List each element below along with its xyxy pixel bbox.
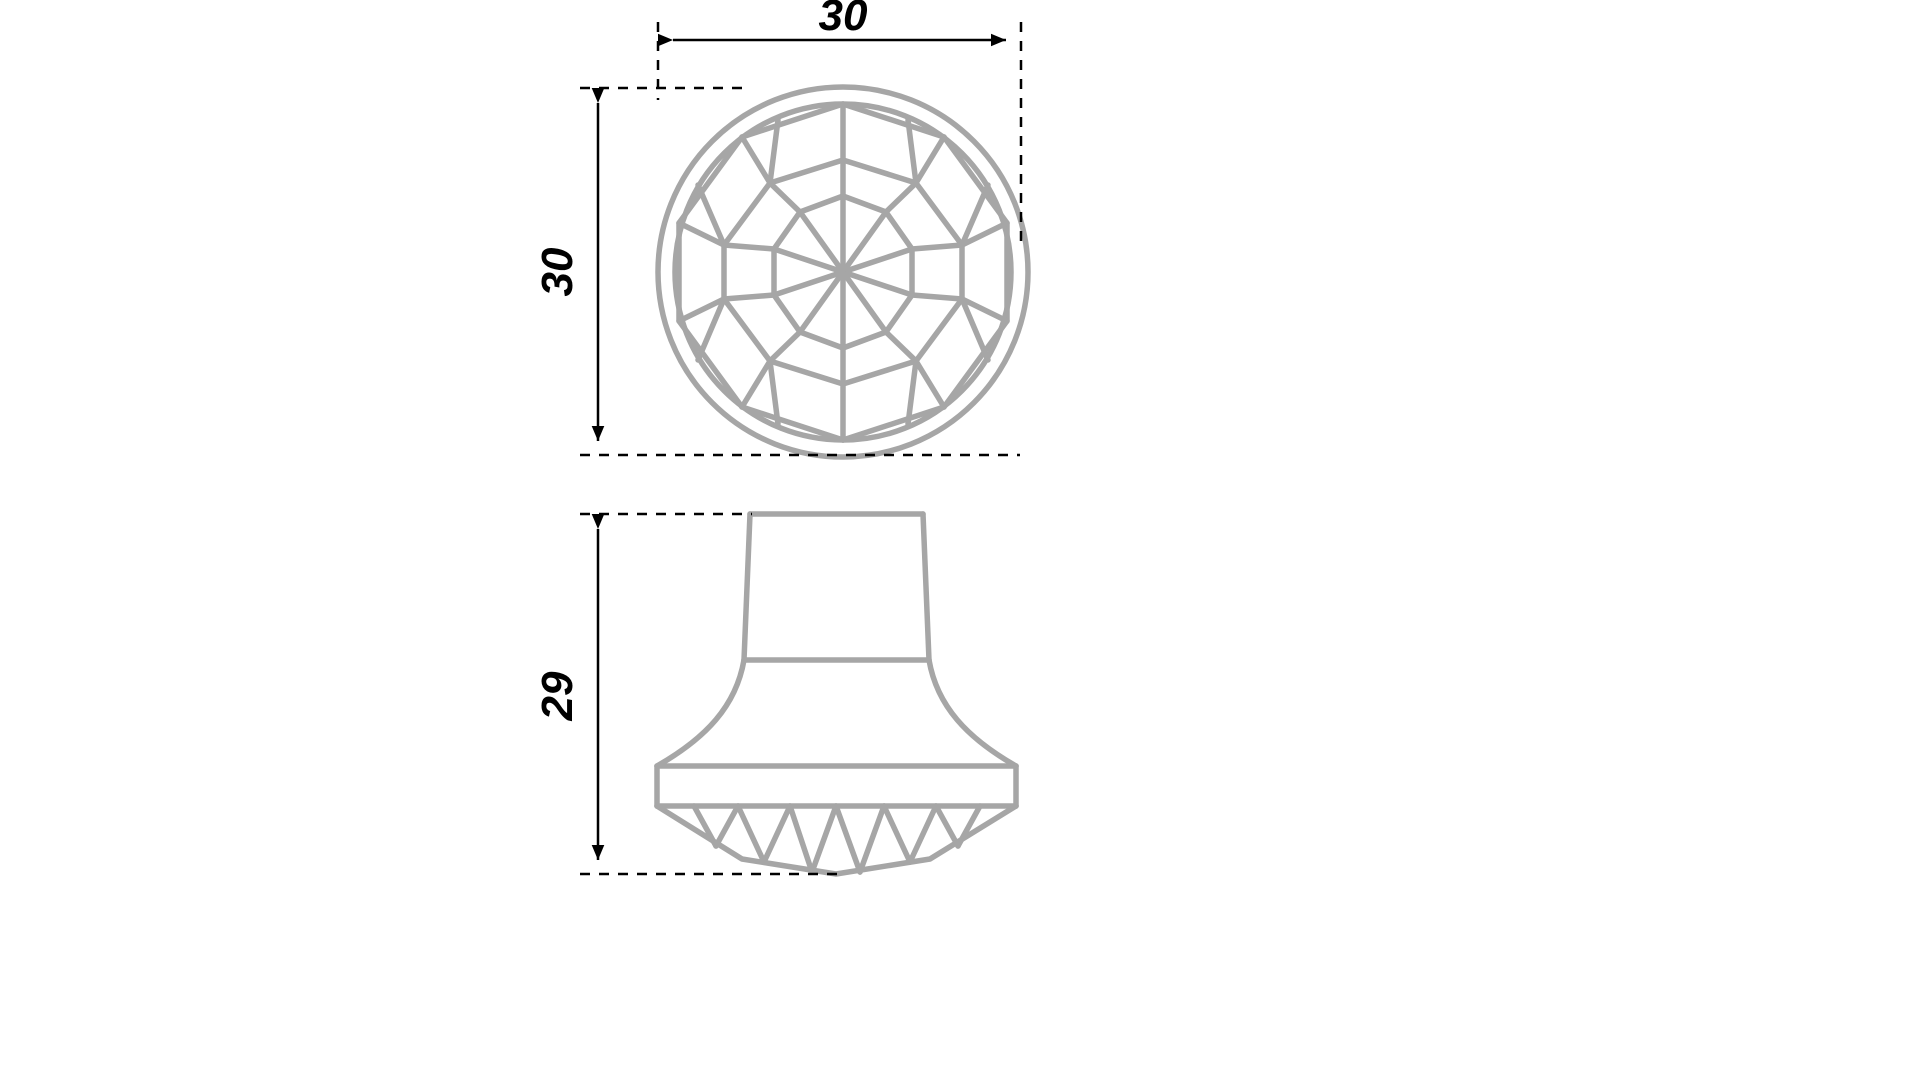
facet-spoke-3 bbox=[959, 220, 1010, 248]
facet-chamfer-8 bbox=[767, 358, 781, 427]
facet-inner-spoke-7 bbox=[767, 329, 803, 364]
facet-inner-spoke-2 bbox=[883, 180, 919, 215]
facet-star-ray-7 bbox=[797, 269, 846, 335]
facet-star-ray-9 bbox=[771, 246, 846, 275]
facet-star-ray-8 bbox=[771, 269, 846, 298]
facet-inner-spoke-8 bbox=[721, 292, 777, 302]
side-view-group bbox=[654, 511, 1019, 877]
facet-chamfer-1 bbox=[905, 117, 919, 186]
facet-chamfer-2 bbox=[767, 117, 781, 186]
base-facet-12 bbox=[955, 803, 983, 849]
base-facet-5 bbox=[787, 803, 815, 875]
facet-spoke-5 bbox=[913, 358, 947, 410]
facet-chamfer-6 bbox=[695, 296, 727, 363]
base-facet-11 bbox=[933, 803, 961, 849]
dim-label-width-30: 30 bbox=[819, 0, 868, 40]
facet-chamfer-4 bbox=[695, 182, 727, 248]
facet-star-ray-10 bbox=[797, 209, 846, 275]
facet-inner-spoke-3 bbox=[909, 242, 965, 252]
facet-spoke-4 bbox=[959, 296, 1010, 324]
base-facet-9 bbox=[881, 803, 913, 865]
side-skirt-left-curve bbox=[654, 657, 747, 769]
facet-spoke-9 bbox=[676, 220, 727, 248]
facet-star-ray-2 bbox=[840, 209, 889, 275]
base-facet-8 bbox=[857, 803, 887, 875]
base-facet-10 bbox=[907, 803, 939, 865]
facet-star-ray-5 bbox=[840, 269, 889, 335]
facet-chamfer-5 bbox=[959, 296, 991, 363]
base-facet-3 bbox=[735, 803, 767, 865]
facet-inner-spoke-10 bbox=[767, 180, 803, 215]
facet-chamfer-3 bbox=[959, 182, 991, 248]
facet-star-ray-3 bbox=[840, 246, 915, 275]
facet-spoke-7 bbox=[739, 358, 773, 410]
facet-chamfer-7 bbox=[905, 358, 919, 427]
side-skirt-right-curve bbox=[926, 657, 1019, 769]
side-base-facets bbox=[691, 803, 983, 875]
base-facet-6 bbox=[809, 803, 839, 875]
facet-inner-spoke-9 bbox=[721, 242, 777, 252]
side-neck-left-wall bbox=[741, 511, 753, 663]
base-facet-1 bbox=[691, 803, 719, 849]
top-view-group bbox=[655, 84, 1031, 460]
base-facet-4 bbox=[761, 803, 793, 865]
facet-spoke-10 bbox=[739, 134, 773, 186]
side-neck-right-wall bbox=[920, 511, 932, 663]
dim-label-height-29: 29 bbox=[533, 671, 582, 721]
facet-spoke-8 bbox=[676, 296, 727, 324]
facet-inner-spoke-5 bbox=[883, 329, 919, 364]
facet-spoke-2 bbox=[913, 134, 947, 186]
facet-inner-spoke-4 bbox=[909, 292, 965, 302]
base-facet-7 bbox=[833, 803, 863, 875]
facet-star-ray-4 bbox=[840, 269, 915, 298]
knob-outer-rim-circle bbox=[655, 84, 1031, 460]
base-facet-2 bbox=[713, 803, 741, 849]
dome-facet-network bbox=[676, 101, 1010, 443]
dimensions-group: 30 30 29 bbox=[533, 0, 1023, 876]
dim-label-diameter-30: 30 bbox=[533, 247, 582, 296]
